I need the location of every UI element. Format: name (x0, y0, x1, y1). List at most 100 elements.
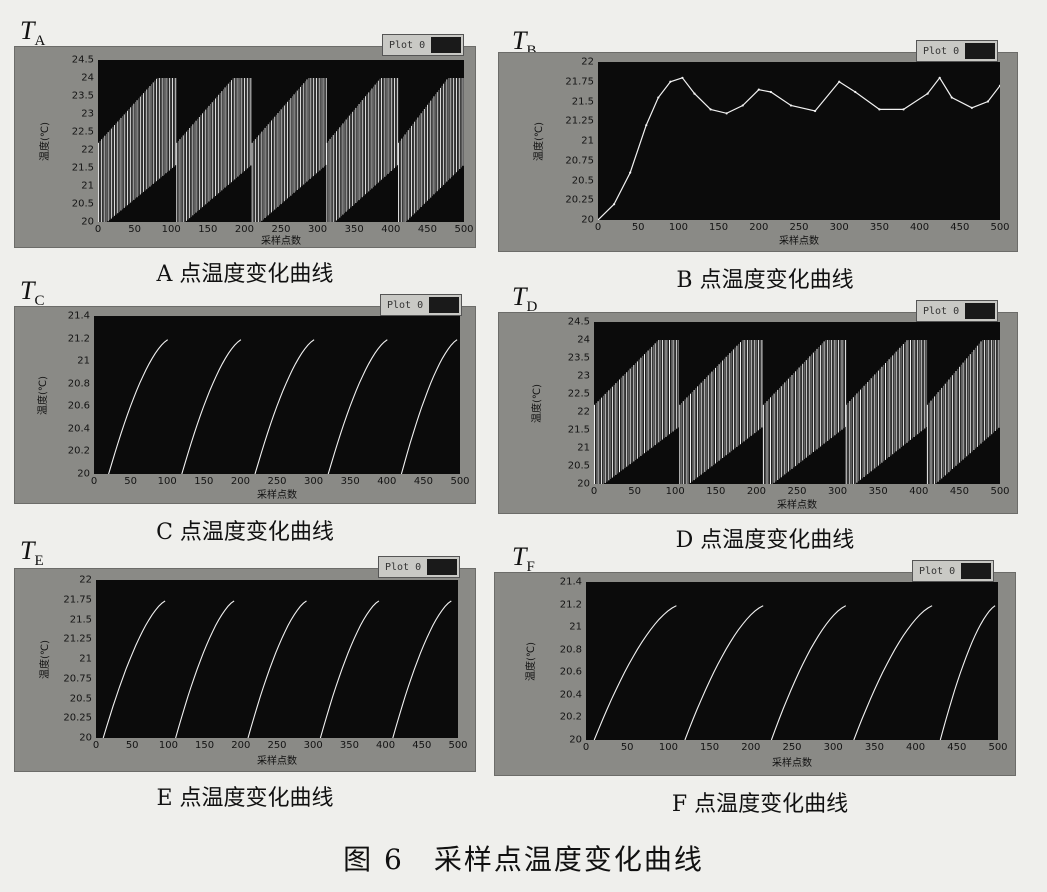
y-tick-label: 20.5 (71, 198, 94, 210)
data-point (657, 96, 660, 99)
series-bar (123, 114, 125, 208)
x-tick-label: 500 (450, 476, 470, 487)
series-bar (98, 142, 99, 222)
series-bar (920, 340, 922, 432)
series-bar (210, 104, 211, 201)
chart-b-label: TB (512, 26, 536, 59)
series-bar (665, 340, 667, 437)
series-bar (264, 127, 266, 218)
series-bar (436, 92, 438, 192)
chart-e-legend: Plot 0 (378, 556, 461, 578)
series-bar (595, 403, 597, 484)
y-tick-label: 24.5 (71, 54, 94, 66)
series-bar (136, 100, 138, 198)
series-bar (874, 374, 876, 469)
series-bar (654, 343, 656, 446)
series-bar (604, 393, 606, 483)
series-bar (863, 385, 865, 477)
series-bar (164, 78, 165, 175)
series-bar (382, 78, 384, 179)
data-point (629, 171, 632, 174)
series-bar (594, 404, 595, 484)
series-bar (750, 340, 752, 436)
series-bar (980, 341, 982, 444)
series-bar (944, 383, 946, 476)
y-tick-label: 21.2 (67, 333, 90, 345)
series-bar (423, 109, 425, 204)
y-tick-label: 22 (577, 406, 590, 418)
chart-a-ylabel: 温度(℃) (40, 121, 52, 162)
series-bar (348, 115, 350, 209)
series-bar (930, 400, 932, 484)
chart-b-legend: Plot 0 (916, 40, 999, 62)
series-segment (175, 600, 235, 738)
series-bar (845, 340, 847, 427)
series-bar (627, 370, 629, 466)
series-bar (175, 78, 177, 166)
series-bar (885, 363, 886, 460)
series-bar (357, 105, 358, 202)
x-tick-label: 250 (782, 742, 802, 753)
x-tick-label: 150 (198, 224, 218, 235)
series-bar (969, 354, 971, 454)
series-bar (715, 367, 716, 464)
x-tick-label: 300 (304, 476, 324, 487)
series-bar (777, 389, 779, 480)
series-bar (235, 78, 237, 178)
series-bar (644, 354, 645, 454)
series-bar (298, 88, 300, 189)
series-bar (146, 89, 148, 190)
series-bar (309, 78, 311, 179)
x-tick-label: 50 (628, 486, 641, 497)
series-bar (258, 135, 260, 222)
series-bar (170, 78, 172, 170)
series-bar (277, 113, 279, 207)
series-bar (996, 340, 998, 430)
series-bar (845, 404, 847, 484)
series-bar (373, 86, 374, 188)
series-bar (422, 111, 424, 206)
legend-swatch (431, 37, 462, 53)
x-tick-label: 250 (787, 486, 807, 497)
x-tick-label: 350 (340, 476, 360, 487)
series-bar (843, 340, 845, 429)
series-bar (611, 386, 613, 478)
x-tick-label: 100 (658, 742, 678, 753)
series-bar (636, 361, 638, 459)
series-bar (173, 78, 175, 167)
series-bar (216, 96, 218, 195)
data-point (769, 90, 772, 94)
series-bar (766, 401, 768, 484)
series-bar (376, 82, 378, 185)
series-bar (681, 403, 682, 484)
y-tick-label: 21 (577, 442, 590, 454)
series-bar (897, 349, 899, 450)
y-tick-label: 22 (581, 56, 594, 68)
series-bar (852, 397, 854, 484)
series-bar (138, 98, 140, 196)
x-tick-label: 500 (454, 224, 474, 235)
series-bar (624, 374, 626, 469)
series-bar (762, 404, 764, 484)
series-bar (851, 399, 853, 484)
series-bar (667, 340, 669, 436)
series-bar (288, 99, 290, 197)
series-bar (789, 376, 791, 471)
series-bar (326, 142, 328, 222)
chart-d-label: TD (512, 282, 538, 316)
series-bar (771, 395, 773, 484)
series-bar (336, 131, 337, 221)
series-bar (168, 78, 170, 171)
series-segment (684, 605, 764, 740)
series-bar (743, 340, 745, 442)
series-bar (688, 395, 690, 484)
chart-d-plot (594, 322, 1000, 484)
series-bar (247, 78, 249, 169)
y-tick-label: 20.6 (559, 666, 582, 678)
series-bar (752, 340, 754, 435)
series-bar (415, 119, 417, 212)
chart-f-ylabel: 温度(℃) (526, 641, 538, 682)
series-bar (913, 340, 915, 437)
